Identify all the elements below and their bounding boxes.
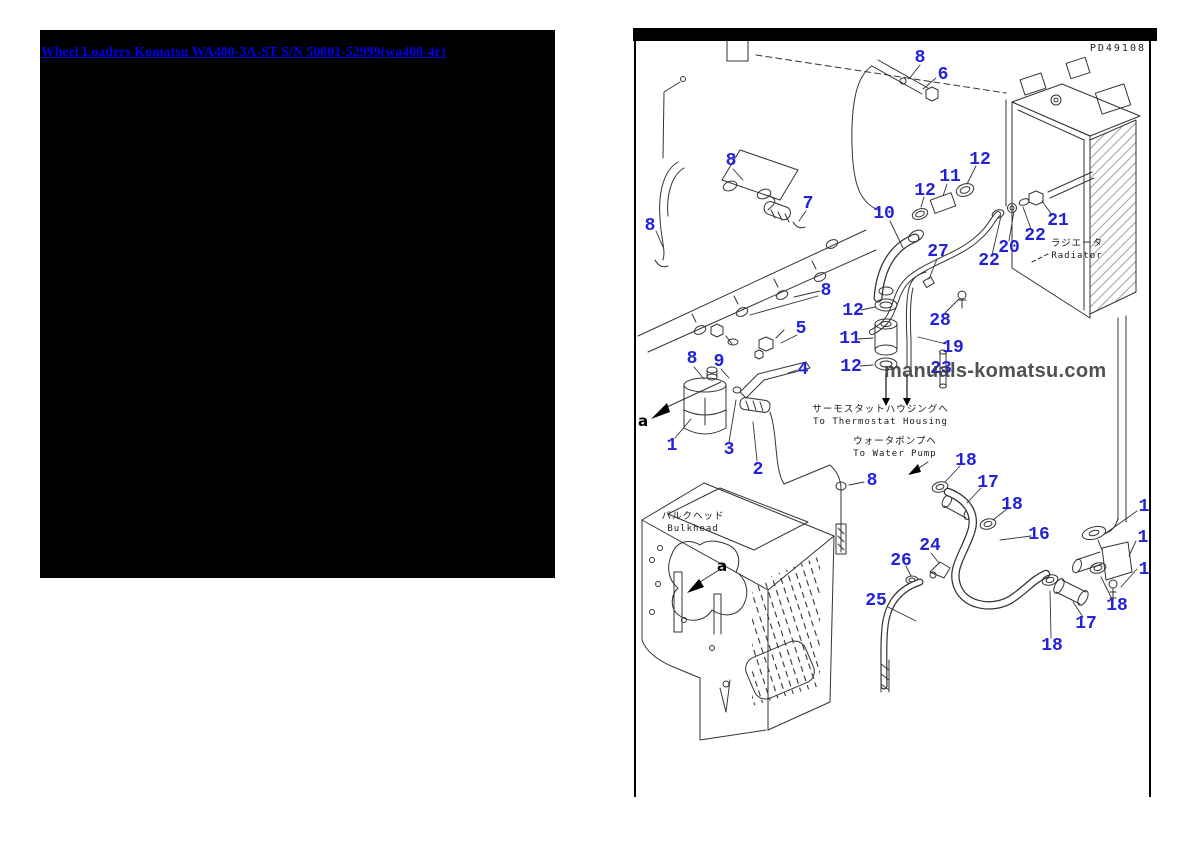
callout-6[interactable]: 6 bbox=[937, 65, 949, 85]
callout-8[interactable]: 8 bbox=[725, 151, 737, 171]
label-thermostat: サーモスタットハウジングへ To Thermostat Housing bbox=[808, 404, 953, 428]
frame-lines bbox=[637, 40, 1007, 353]
callout-17[interactable]: 17 bbox=[977, 473, 999, 493]
callout-8[interactable]: 8 bbox=[914, 48, 926, 68]
callout-20[interactable]: 20 bbox=[998, 238, 1020, 258]
upper-hose-assembly bbox=[654, 59, 939, 268]
callout-18[interactable]: 18 bbox=[955, 451, 977, 471]
callout-4[interactable]: 4 bbox=[797, 360, 809, 380]
callout-16[interactable]: 16 bbox=[1028, 525, 1050, 545]
callout-9[interactable]: 9 bbox=[713, 352, 725, 372]
callout-10[interactable]: 10 bbox=[873, 204, 895, 224]
callout-12[interactable]: 12 bbox=[914, 181, 936, 201]
label-bulkhead: バルクヘッド Bulkhead bbox=[658, 511, 728, 535]
label-bulkhead-en: Bulkhead bbox=[667, 524, 719, 534]
callout-25[interactable]: 25 bbox=[865, 591, 887, 611]
callout-1[interactable]: 1 bbox=[1137, 528, 1149, 548]
callout-3[interactable]: 3 bbox=[723, 440, 735, 460]
callout-26[interactable]: 26 bbox=[890, 551, 912, 571]
callout-8[interactable]: 8 bbox=[820, 281, 832, 301]
print-code: PD49108 bbox=[1089, 43, 1146, 54]
callout-28[interactable]: 28 bbox=[929, 311, 951, 331]
callout-12[interactable]: 12 bbox=[969, 150, 991, 170]
bottom-right-assembly bbox=[880, 461, 1133, 693]
callout-22[interactable]: 22 bbox=[1024, 226, 1046, 246]
diagram-top-bar bbox=[633, 28, 1157, 41]
callout-5[interactable]: 5 bbox=[795, 319, 807, 339]
callout-1[interactable]: 1 bbox=[1138, 497, 1150, 517]
label-bulkhead-jp: バルクヘッド bbox=[661, 511, 725, 522]
callout-18[interactable]: 18 bbox=[1041, 636, 1063, 656]
callout-22[interactable]: 22 bbox=[978, 251, 1000, 271]
label-waterpump-en: To Water Pump bbox=[853, 449, 937, 459]
callout-8[interactable]: 8 bbox=[686, 349, 698, 369]
label-thermostat-jp: サーモスタットハウジングへ bbox=[812, 404, 949, 415]
label-thermostat-en: To Thermostat Housing bbox=[813, 417, 948, 427]
left-image-black-panel bbox=[40, 30, 555, 578]
callout-18[interactable]: 18 bbox=[1106, 596, 1128, 616]
diagram-border-left bbox=[634, 41, 636, 797]
frame-clamp-row bbox=[691, 239, 839, 335]
label-waterpump: ウォータポンプへ To Water Pump bbox=[835, 436, 955, 460]
callout-24[interactable]: 24 bbox=[919, 536, 941, 556]
callout-21[interactable]: 21 bbox=[1047, 211, 1069, 231]
callout-18[interactable]: 18 bbox=[1001, 495, 1023, 515]
callout-8[interactable]: 8 bbox=[644, 216, 656, 236]
label-waterpump-jp: ウォータポンプへ bbox=[853, 436, 937, 447]
parts-link[interactable]: Wheel Loaders Komatsu WA400-3A-ST S/N 50… bbox=[41, 44, 446, 59]
callout-8[interactable]: 8 bbox=[866, 471, 878, 491]
callout-1[interactable]: 1 bbox=[666, 436, 678, 456]
callout-11[interactable]: 11 bbox=[939, 167, 961, 187]
callout-11[interactable]: 11 bbox=[839, 329, 861, 349]
bulkhead-box bbox=[641, 482, 835, 741]
callout-7[interactable]: 7 bbox=[802, 194, 814, 214]
watermark: manuals-komatsu.com bbox=[884, 360, 1107, 382]
callout-27[interactable]: 27 bbox=[927, 242, 949, 262]
callout-12[interactable]: 12 bbox=[842, 301, 864, 321]
callout-19[interactable]: 19 bbox=[942, 338, 964, 358]
label-radiator-jp: ラジエータ bbox=[1050, 238, 1104, 249]
callout-17[interactable]: 17 bbox=[1075, 614, 1097, 634]
reservoir-assembly bbox=[651, 323, 847, 555]
leader-lines bbox=[655, 64, 1138, 639]
ref-letter-a: a bbox=[637, 412, 649, 430]
radiator bbox=[991, 56, 1141, 535]
center-hose-assembly bbox=[869, 183, 1001, 406]
callout-2[interactable]: 2 bbox=[752, 460, 764, 480]
callout-12[interactable]: 12 bbox=[840, 357, 862, 377]
diagram-border-right bbox=[1149, 41, 1151, 797]
label-radiator: ラジエータ Radiator bbox=[1022, 238, 1132, 262]
label-radiator-en: Radiator bbox=[1051, 251, 1103, 261]
callout-1[interactable]: 1 bbox=[1138, 560, 1150, 580]
ref-letter-a: a bbox=[716, 557, 728, 575]
callout-23[interactable]: 23 bbox=[930, 359, 952, 379]
